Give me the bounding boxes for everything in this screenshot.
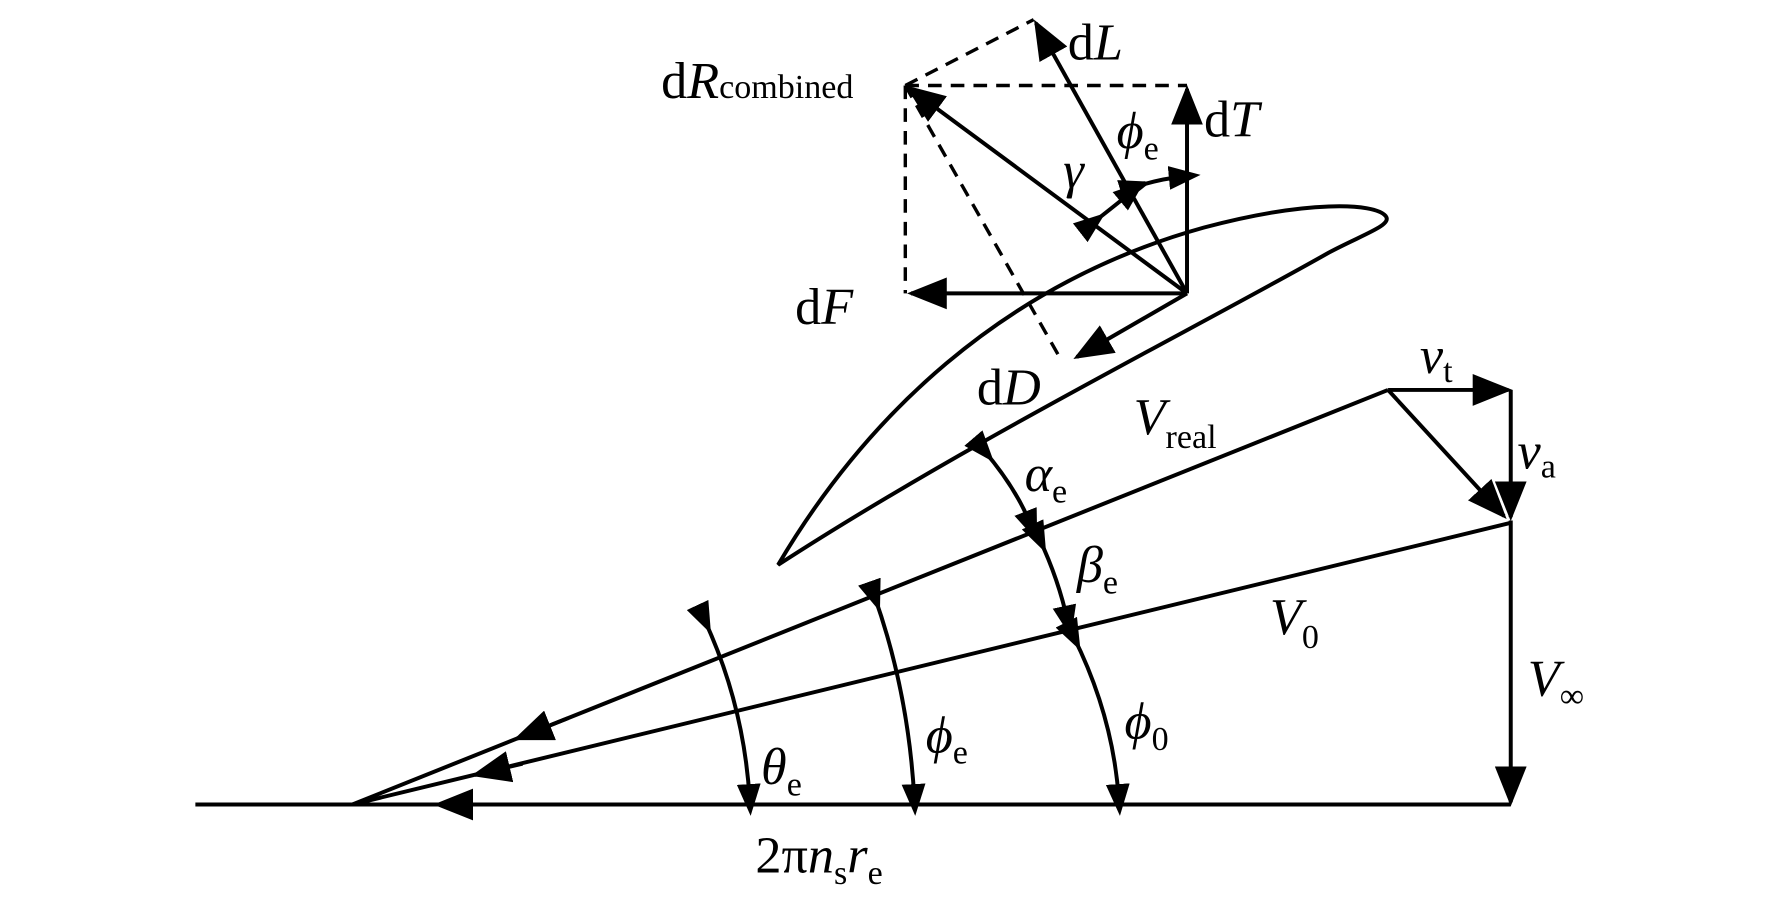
dL-arrow: [1033, 19, 1189, 295]
v-0-line: [351, 520, 1512, 807]
label-v-a: va: [1518, 422, 1556, 485]
phi-e-top-arc: [1117, 166, 1201, 203]
label-v-0: V0: [1270, 588, 1319, 656]
label-dD: dD: [977, 359, 1041, 417]
label-phi-e: ϕe: [926, 706, 968, 771]
label-phi-e-top: ϕe: [1117, 102, 1159, 167]
label-v-inf: V∞: [1528, 649, 1584, 714]
label-gamma: γ: [1063, 142, 1085, 200]
label-dF: dF: [795, 278, 854, 336]
dD-arrow: [1073, 291, 1189, 359]
label-theta-e: θe: [761, 738, 802, 803]
label-dR-combined: dRcombined: [661, 52, 853, 110]
phi-e-arc: [858, 577, 926, 816]
alpha-e-arc: [964, 430, 1038, 542]
gamma-arc: [1072, 180, 1145, 243]
v-0-arrow: [470, 751, 523, 783]
dR-arrow: [905, 85, 1189, 295]
label-v-real: Vreal: [1134, 388, 1217, 456]
label-beta-e: βe: [1076, 536, 1118, 601]
label-rotation-speed: 2πnsre: [755, 827, 882, 892]
v-real-line: [351, 388, 1389, 807]
theta-e-arc: [686, 599, 761, 816]
label-dT: dT: [1204, 91, 1263, 149]
induced-velocity-arrow: [1386, 388, 1507, 519]
label-dL: dL: [1068, 13, 1123, 71]
v-real-arrow: [513, 710, 569, 741]
label-phi-0: ϕ0: [1125, 693, 1169, 758]
phi-0-arc: [1055, 616, 1130, 816]
dashed-line: [903, 84, 1064, 363]
airfoil: [776, 204, 1389, 567]
label-v-t: vt: [1420, 327, 1453, 390]
beta-e-arc: [1021, 519, 1077, 638]
label-alpha-e: αe: [1025, 445, 1068, 510]
dashed-line: [904, 18, 1035, 88]
